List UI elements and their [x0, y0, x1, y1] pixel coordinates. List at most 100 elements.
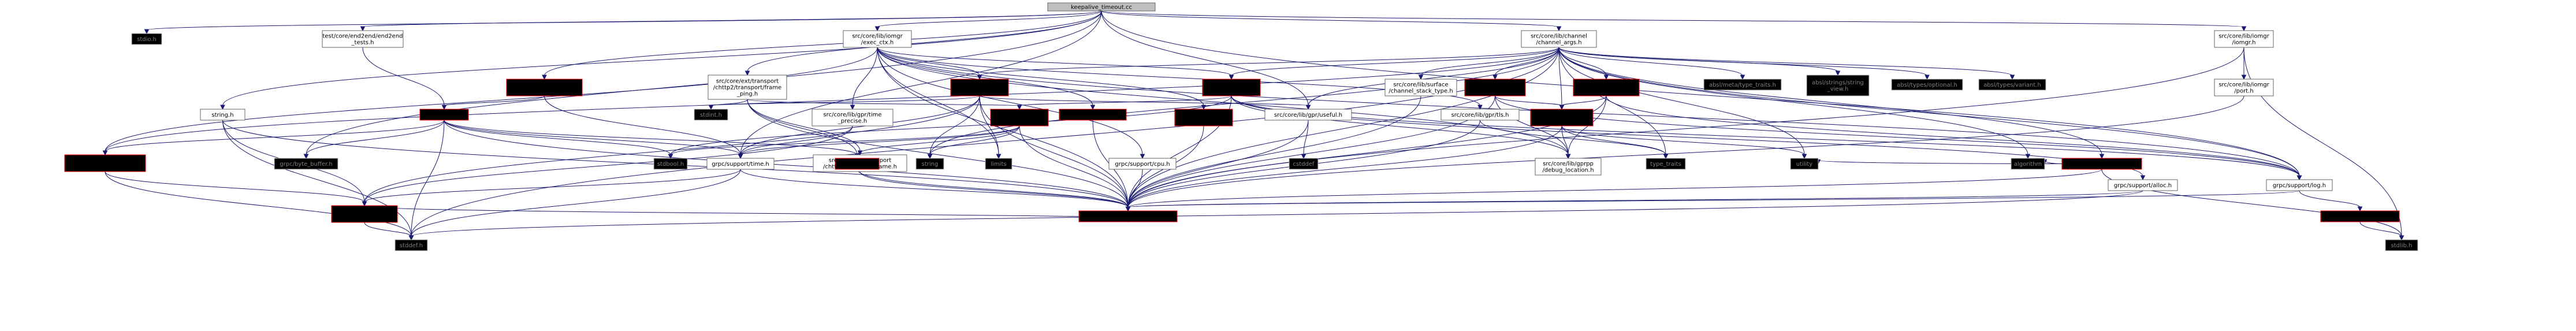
edge-ref_counted_ptr-to-debug_location	[1561, 125, 1569, 155]
edge-grpc_h-to-sync_time	[444, 120, 741, 155]
node-meta-traits: absl/meta/type_traits.h	[1703, 79, 1782, 91]
edge-sync_time-to-port_platform	[740, 169, 1129, 208]
node-log-h[interactable]: grpc/support/log.h	[2266, 179, 2333, 191]
edge-tls-to-type_traits	[1480, 120, 1666, 155]
node-label: /closure.h	[1218, 88, 1246, 95]
node-codegen-log[interactable]: grpc/impl/codegen/log.h	[2320, 210, 2400, 222]
edge-root-to-channel_args	[1101, 10, 1559, 28]
node-label: src/core/lib/gprpp	[954, 82, 1005, 88]
node-box	[653, 158, 688, 170]
node-label: absl/types/optional.h	[1897, 82, 1957, 88]
node-cstddef: cstddef	[1289, 158, 1319, 170]
edge-useful-to-cstddef	[1303, 120, 1309, 155]
node-box	[694, 109, 728, 121]
arrowhead-gpr_time-to-stdint	[708, 105, 714, 110]
node-label: absl/meta/type_traits.h	[1709, 82, 1776, 88]
node-channel-args[interactable]: src/core/lib/channel/channel_args.h	[1521, 30, 1597, 48]
node-limits: limits	[985, 158, 1012, 170]
node-box	[2385, 239, 2418, 251]
node-alloc[interactable]: grpc/support/alloc.h	[2108, 179, 2178, 191]
node-iomgr-closure[interactable]: src/core/lib/iomgr/closure.h	[1202, 79, 1261, 96]
arrowhead-exec_ctx-to-gprtime_precise	[850, 105, 855, 110]
node-box	[1530, 109, 1594, 127]
node-atm[interactable]: grpc/support/atm.h	[1059, 109, 1127, 121]
node-iomgr-port[interactable]: src/core/lib/iomgr/port.h	[2214, 79, 2274, 96]
node-box	[1521, 30, 1597, 48]
edge-ref_counted_ptr-to-port_platform	[1127, 125, 1562, 208]
node-avl[interactable]: src/core/lib/avl/avl.h	[2061, 158, 2142, 170]
edge-exec_ctx-to-port_platform	[877, 47, 1129, 208]
node-frame-ping[interactable]: src/core/ext/transport/chttp2/transport/…	[708, 75, 787, 100]
edge-channel_args-to-useful	[1308, 47, 1559, 106]
node-tls[interactable]: src/core/lib/gpr/tls.h	[1440, 109, 1520, 121]
node-box	[331, 205, 398, 223]
node-label: test/core/end2end/end2end	[322, 34, 403, 40]
node-iomgr-error[interactable]: src/core/lib/iomgr/error.h	[990, 109, 1049, 127]
edge-grpc_types-to-gpr_types	[105, 171, 365, 203]
node-box	[990, 109, 1049, 127]
node-label: src/core/lib/channel	[1531, 34, 1587, 40]
edge-gpr_types-to-stddef	[364, 222, 412, 237]
node-box	[419, 109, 469, 121]
edge-iomgr_closure-to-stdbool	[670, 95, 1232, 155]
node-surface-cst[interactable]: src/core/lib/surface/channel_stack_type.…	[1384, 79, 1457, 96]
edge-grpc_h-to-stddef	[411, 120, 445, 237]
node-e2e-tests[interactable]: test/core/end2end/end2end_tests.h	[322, 30, 404, 48]
node-cpu[interactable]: grpc/support/cpu.h	[1108, 158, 1177, 170]
node-optional: absl/types/optional.h	[1891, 79, 1963, 91]
node-cq-verifier[interactable]: test/core/end2end/cq_verifier.h	[506, 79, 583, 96]
node-string-h[interactable]: string.h	[200, 109, 245, 121]
node-label: absl/types/variant.h	[1983, 82, 2041, 88]
node-box	[1464, 79, 1526, 96]
edge-exec_ctx-to-grpc_types	[105, 47, 878, 152]
edge-exec_ctx-to-fork	[877, 47, 1204, 106]
edge-root-to-byte_buffer	[306, 10, 1102, 155]
node-box	[506, 79, 583, 96]
node-slice[interactable]: grpc/slice.h	[835, 158, 880, 170]
node-label: string.h	[211, 112, 233, 118]
node-debug-location[interactable]: src/core/lib/gprpp/debug_location.h	[1535, 158, 1602, 176]
node-gpr-time[interactable]: src/core/lib/gprpp/time.h	[950, 79, 1009, 96]
node-sync-time[interactable]: grpc/support/time.h	[706, 158, 775, 170]
node-label: src/core/lib/surface	[1393, 82, 1448, 88]
node-label: grpc/impl/codegen/gpr	[332, 209, 398, 215]
edge-sync_time-to-gpr_types	[364, 169, 741, 203]
node-gprtime-precise[interactable]: src/core/lib/gpr/time_precise.h	[811, 109, 894, 127]
node-label: stdlib.h	[2391, 243, 2413, 249]
arrowhead-useful-to-cstddef	[1301, 154, 1306, 159]
node-label: /chttp2/transport/frame	[713, 85, 781, 91]
node-label: /channel_stack_type.h	[1388, 88, 1453, 95]
node-root[interactable]: keepalive_timeout.cc	[1047, 2, 1156, 12]
node-ref-counted-ptr[interactable]: src/core/lib/gprpp/ref_counted_ptr.h	[1530, 109, 1594, 127]
edge-gpr_time-to-useful	[979, 95, 1309, 106]
arrowhead-channel_args-to-meta_traits	[1740, 75, 1745, 80]
edge-root-to-e2e_tests	[362, 10, 1102, 28]
node-iomgr-h[interactable]: src/core/lib/iomgr/iomgr.h	[2214, 30, 2274, 48]
node-stdio: stdio.h	[131, 33, 162, 45]
node-grpc-h[interactable]: grpc/grpc.h	[419, 109, 469, 121]
node-label: /ref_counted_ptr.h	[1536, 118, 1588, 125]
arrowhead-channel_args-to-avl	[2099, 154, 2105, 159]
node-string-std: string	[915, 158, 944, 170]
edge-gpr_time-to-stdint	[710, 95, 980, 106]
edge-exec_ctx-to-limits	[877, 47, 999, 155]
arrowhead-iomgr_closure-to-alloc	[2140, 175, 2146, 181]
arrowhead-gpr_types-to-stddef	[408, 235, 414, 241]
edge-iomgr_error-to-port_platform	[1019, 125, 1129, 208]
node-exec-ctx[interactable]: src/core/lib/iomgr/exec_ctx.h	[843, 30, 912, 48]
node-gpr-types[interactable]: grpc/impl/codegen/gpr_types.h	[331, 205, 398, 223]
node-box	[322, 30, 404, 48]
node-label: _verifier.h	[530, 88, 559, 95]
node-port-platform[interactable]: grpc/support/port_platform.h	[1078, 210, 1178, 222]
node-label: grpc/impl/codegen/grpc	[70, 158, 139, 164]
edge-ext_frame-to-port_platform	[859, 171, 1129, 208]
node-ref-counted[interactable]: src/core/lib/gprpp/ref_counted.h	[1464, 79, 1526, 96]
node-label: grpc/support/cpu.h	[1115, 161, 1170, 168]
node-fork[interactable]: src/core/lib/gprpp/fork.h	[1174, 109, 1233, 127]
node-label: stdbool.h	[657, 161, 684, 168]
node-box	[394, 239, 428, 251]
node-grpc-types[interactable]: grpc/impl/codegen/grpc_types.h	[64, 154, 146, 172]
node-useful[interactable]: src/core/lib/gpr/useful.h	[1264, 109, 1352, 121]
node-label: src/core/lib/gprpp	[1543, 161, 1594, 168]
node-dual-ref[interactable]: src/core/lib/gprpp/dual_ref_counted.h	[1573, 79, 1640, 96]
